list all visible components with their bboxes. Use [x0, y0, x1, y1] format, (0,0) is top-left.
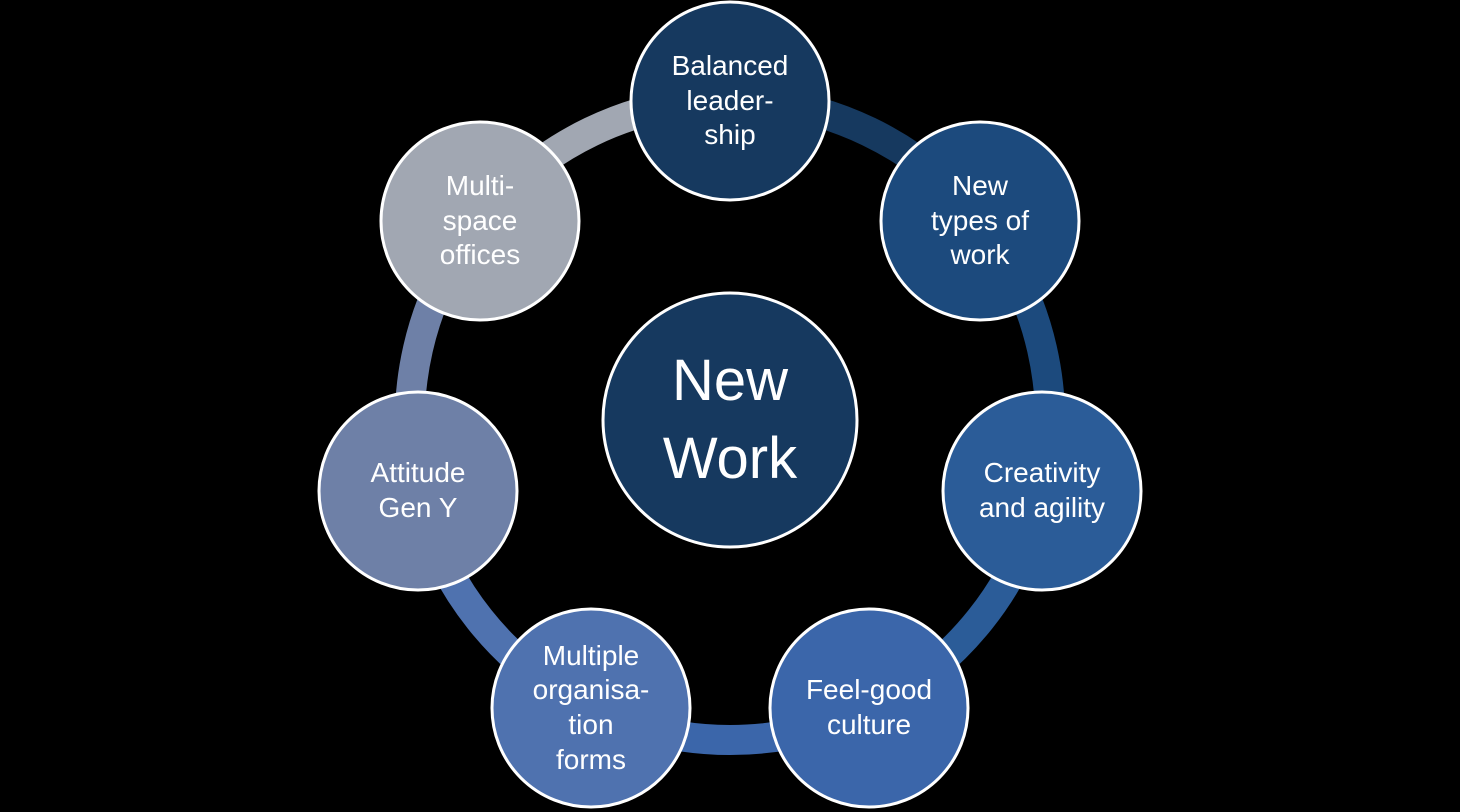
- center-circle-new-work: [601, 291, 859, 549]
- satellite-circle-multiple-organisation-forms: [490, 607, 692, 809]
- satellite-circle-multi-space-offices: [379, 120, 581, 322]
- satellite-circle-attitude-gen-y: [317, 390, 519, 592]
- satellite-circle-new-types-of-work: [879, 120, 1081, 322]
- satellite-circle-creativity-and-agility: [941, 390, 1143, 592]
- satellite-circle-balanced-leadership: [629, 0, 831, 202]
- circle-group: [317, 0, 1143, 809]
- satellite-circle-feel-good-culture: [768, 607, 970, 809]
